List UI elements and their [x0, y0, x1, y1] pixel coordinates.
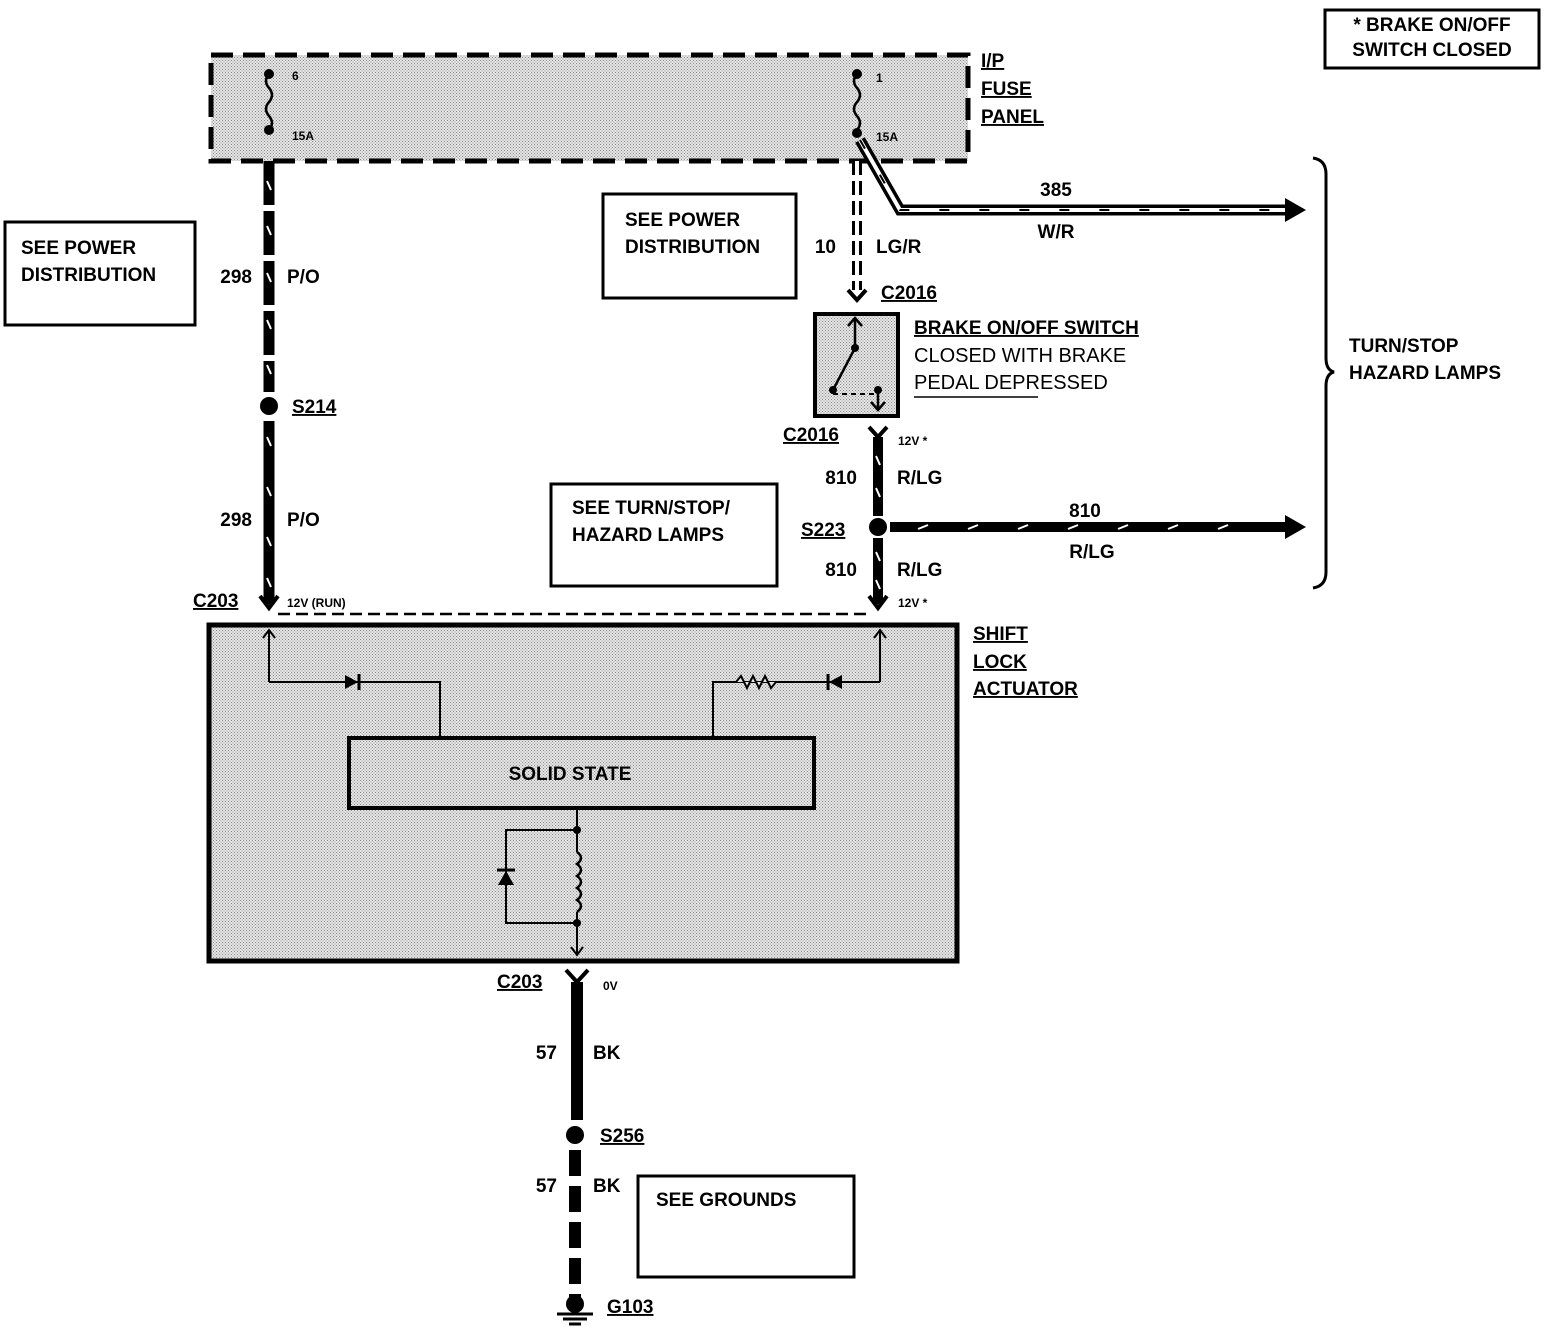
voltage-c203-right: 12V *	[898, 596, 928, 610]
wire-10-color: LG/R	[876, 237, 922, 258]
suppression-diode-icon	[497, 868, 515, 885]
fuse-panel-label-3: PANEL	[981, 107, 1044, 128]
wire-810-lower-circuit: 810	[825, 560, 857, 581]
actuator-label-2: LOCK	[973, 652, 1027, 673]
see-power-distribution-left[interactable]: SEE POWER DISTRIBUTION	[3, 220, 197, 327]
actuator-label-1: SHIFT	[973, 624, 1028, 645]
ground-g103-label: G103	[607, 1297, 653, 1318]
note-line-2: SWITCH CLOSED	[1352, 40, 1511, 61]
svg-text:SEE POWER: SEE POWER	[625, 210, 740, 231]
wire-385	[855, 137, 1306, 222]
wire-810-right-circuit: 810	[1069, 501, 1101, 522]
turn-stop-label-2: HAZARD LAMPS	[1349, 363, 1501, 384]
connector-c2016-bottom-icon	[867, 425, 889, 440]
connector-c2016-top-icon	[846, 288, 868, 303]
connector-c203-bottom-icon	[564, 968, 590, 985]
ip-fuse-panel: I/P FUSE PANEL 6 15A 1 15A	[208, 51, 1044, 164]
wire-298-lower-circuit: 298	[220, 510, 252, 531]
fuse-1-number: 1	[876, 71, 883, 85]
wire-810-right	[890, 515, 1306, 539]
fuse-panel-label-2: FUSE	[981, 79, 1032, 100]
wire-298-upper-color: P/O	[287, 267, 320, 288]
brake-switch-desc-2: PEDAL DEPRESSED	[914, 372, 1108, 394]
wire-810-upper-color: R/LG	[897, 468, 942, 489]
wire-298-lower	[263, 421, 275, 604]
wire-57-upper-color: BK	[593, 1043, 621, 1064]
note-line-1: * BRAKE ON/OFF	[1353, 15, 1510, 36]
splice-s214-label: S214	[292, 397, 337, 418]
fuse-1-icon	[852, 69, 862, 138]
wire-57-lower-circuit: 57	[536, 1176, 557, 1197]
wire-298-upper-circuit: 298	[220, 267, 252, 288]
turn-stop-label-1: TURN/STOP	[1349, 336, 1459, 357]
solid-state-module	[347, 736, 816, 810]
switch-closed-note: * BRAKE ON/OFF SWITCH CLOSED	[1323, 8, 1541, 70]
wire-385-color: W/R	[1038, 222, 1075, 243]
wire-810-lower	[873, 538, 883, 604]
wire-298-upper	[263, 161, 275, 392]
see-power-distribution-mid[interactable]: SEE POWER DISTRIBUTION	[601, 192, 798, 300]
diode-left-icon	[345, 674, 361, 690]
wire-57-lower-color: BK	[593, 1176, 621, 1197]
connector-c203-left-icon	[258, 594, 280, 612]
splice-s223-icon	[869, 518, 887, 536]
connector-c203-bottom-label: C203	[497, 972, 542, 993]
shift-lock-actuator: SOLID STATE	[206, 622, 960, 964]
splice-s223-label: S223	[801, 520, 845, 541]
svg-text:SEE GROUNDS: SEE GROUNDS	[656, 1190, 796, 1211]
wire-810-right-color: R/LG	[1069, 542, 1114, 563]
voltage-c2016-out: 12V *	[898, 434, 928, 448]
svg-text:DISTRIBUTION: DISTRIBUTION	[625, 237, 760, 258]
fuse-6-icon	[264, 69, 274, 135]
voltage-c203-ground: 0V	[603, 979, 618, 993]
fuse-6-rating: 15A	[292, 129, 314, 143]
svg-text:DISTRIBUTION: DISTRIBUTION	[21, 265, 156, 286]
turn-stop-bracket	[1312, 156, 1335, 590]
connector-c2016-bottom-label: C2016	[783, 425, 839, 446]
splice-s256-label: S256	[600, 1126, 644, 1147]
brake-switch-icon	[813, 312, 900, 418]
solid-state-label: SOLID STATE	[509, 764, 632, 785]
brake-switch-title: BRAKE ON/OFF SWITCH	[914, 318, 1139, 339]
ground-g103-icon	[557, 1295, 593, 1326]
brake-switch-desc-1: CLOSED WITH BRAKE	[914, 345, 1126, 367]
connector-c203-left-label: C203	[193, 591, 238, 612]
fuse-6-number: 6	[292, 69, 299, 83]
see-grounds[interactable]: SEE GROUNDS	[636, 1174, 856, 1279]
actuator-label-3: ACTUATOR	[973, 679, 1078, 700]
wire-385-circuit: 385	[1040, 180, 1072, 201]
wire-57-upper-circuit: 57	[536, 1043, 557, 1064]
wire-810-lower-color: R/LG	[897, 560, 942, 581]
wire-298-lower-color: P/O	[287, 510, 320, 531]
resistor-icon	[735, 673, 777, 691]
wire-810-upper-circuit: 810	[825, 468, 857, 489]
svg-text:HAZARD LAMPS: HAZARD LAMPS	[572, 525, 724, 546]
voltage-c203-left: 12V (RUN)	[287, 596, 346, 610]
see-turn-stop-hazard-lamps[interactable]: SEE TURN/STOP/ HAZARD LAMPS	[549, 482, 779, 588]
svg-text:SEE POWER: SEE POWER	[21, 238, 136, 259]
connector-c2016-top-label: C2016	[881, 283, 937, 304]
coil-icon	[574, 851, 583, 913]
fuse-1-rating: 15A	[876, 130, 898, 144]
connector-c203-right-icon	[867, 594, 889, 612]
diode-right-icon	[826, 674, 842, 690]
svg-text:SEE TURN/STOP/: SEE TURN/STOP/	[572, 498, 731, 519]
wire-10-circuit: 10	[815, 237, 836, 258]
fuse-panel-label-1: I/P	[981, 51, 1005, 72]
splice-s214-icon	[260, 397, 278, 415]
splice-s256-icon	[566, 1126, 584, 1144]
wire-810-upper	[873, 437, 883, 516]
